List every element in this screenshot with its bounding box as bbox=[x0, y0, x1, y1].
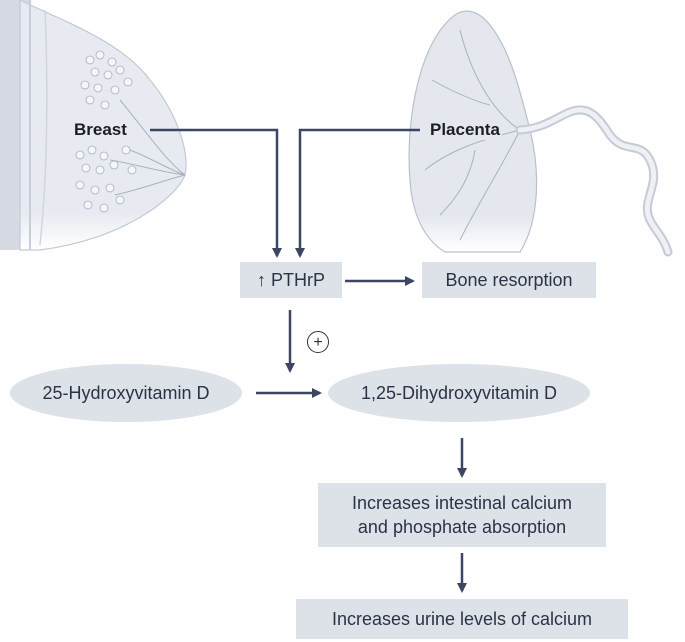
intestinal-absorption-box: Increases intestinal calcium and phospha… bbox=[318, 483, 606, 547]
dihydroxyvitamin-d-oval: 1,25-Dihydroxyvitamin D bbox=[328, 364, 590, 422]
breast-label: Breast bbox=[72, 120, 129, 140]
stimulation-plus-icon: + bbox=[307, 331, 329, 353]
arrow-breast-to-pthrp bbox=[150, 128, 282, 258]
intestinal-line-2: and phosphate absorption bbox=[357, 517, 567, 537]
arrows bbox=[150, 128, 467, 593]
umbilical-cord bbox=[515, 105, 673, 257]
pthrp-box: ↑ PTHrP bbox=[240, 262, 342, 298]
hydroxyvitamin-d-oval: 25-Hydroxyvitamin D bbox=[10, 364, 242, 422]
breast-ducts bbox=[109, 99, 186, 196]
bone-resorption-box: Bone resorption bbox=[422, 262, 596, 298]
placenta-label: Placenta bbox=[428, 120, 502, 140]
arrow-placenta-to-pthrp bbox=[295, 128, 420, 258]
breast-lobules bbox=[75, 50, 137, 213]
placenta-vessels bbox=[424, 29, 521, 241]
urine-calcium-box: Increases urine levels of calcium bbox=[296, 599, 628, 639]
intestinal-line-1: Increases intestinal calcium bbox=[351, 493, 573, 513]
